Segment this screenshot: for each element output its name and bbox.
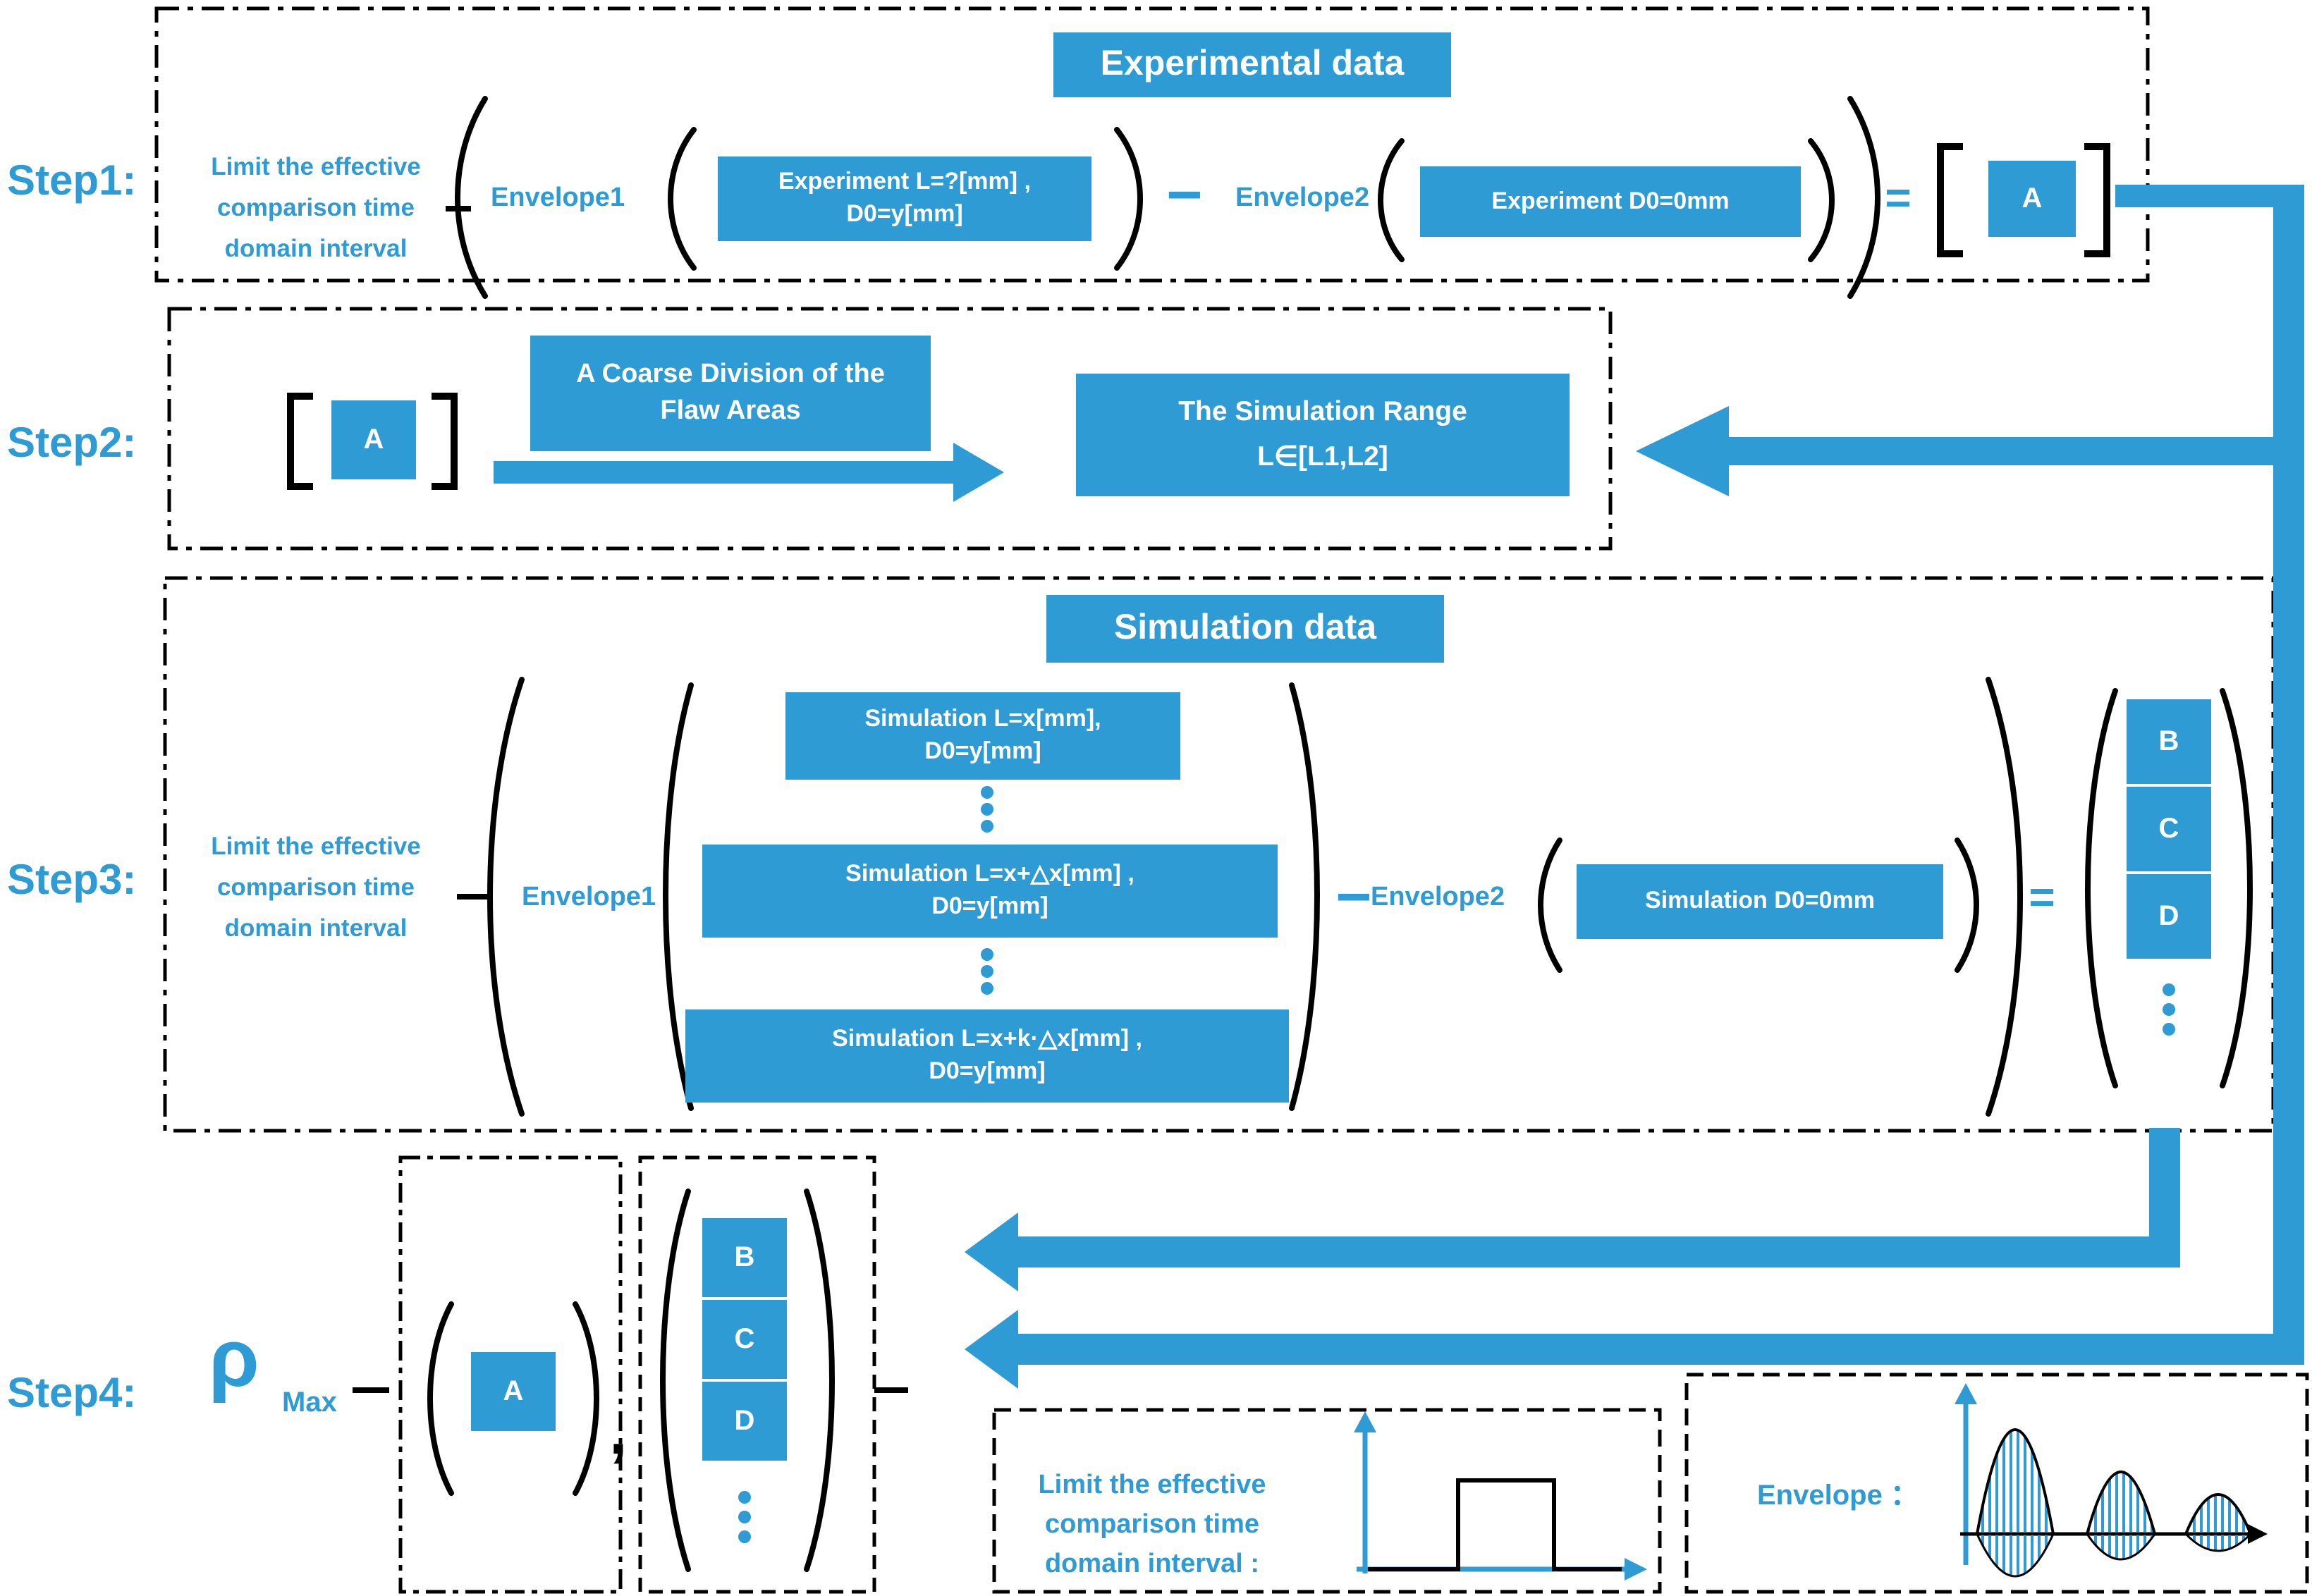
envelope-plot — [1955, 1383, 2268, 1578]
pulse-shape — [1368, 1478, 1622, 1571]
minus-operator: − — [1335, 863, 1372, 932]
open-paren — [427, 1301, 454, 1496]
step4-lower-arrowhead — [965, 1310, 1018, 1389]
close-paren — [573, 1301, 599, 1496]
step3-title: Simulation data — [1046, 595, 1444, 663]
step4-a-frame — [398, 1155, 623, 1594]
step2-input-a-box: A — [331, 400, 416, 479]
close-paren — [804, 1189, 835, 1572]
wave-burst — [1975, 1428, 2055, 1535]
step3-result-d-box: D — [2127, 874, 2211, 959]
step1-experiment-d0-box: Experiment D0=0mm — [1420, 166, 1801, 237]
close-paren — [2220, 688, 2253, 1088]
close-paren — [1847, 96, 1880, 299]
step3-result-c-box: C — [2127, 787, 2211, 871]
open-paren — [668, 127, 697, 271]
legend-envelope-label: Envelope ： — [1757, 1480, 1919, 1511]
open-paren — [663, 682, 694, 1111]
connector-tick — [353, 1387, 389, 1393]
step4-label: Step4: — [7, 1370, 137, 1417]
close-bracket — [2084, 143, 2110, 257]
step1-envelope2-label: Envelope2 — [1235, 183, 1370, 213]
step4-upper-arrow-bar — [1018, 1236, 2180, 1267]
open-paren — [1538, 837, 1562, 973]
step4-input-a-box: A — [471, 1352, 556, 1431]
step4-result-c-box: C — [702, 1300, 787, 1379]
step2-branch-bar — [1723, 437, 2273, 465]
step2-arrowhead — [1636, 406, 1729, 496]
step2-arrow-bar — [494, 461, 953, 484]
interval-plot — [1354, 1411, 1647, 1580]
wave-burst — [1975, 1533, 2055, 1578]
step1-title: Experimental data — [1053, 32, 1451, 97]
step2-arrowhead-right — [953, 443, 1004, 502]
step3-frame — [163, 576, 2275, 1133]
rho-max-subscript: Max — [282, 1387, 337, 1418]
step3-sim-box-1: Simulation L=x[mm], D0=y[mm] — [785, 692, 1180, 780]
rho-symbol: ρ — [209, 1313, 259, 1404]
step2-label: Step2: — [7, 420, 137, 467]
close-paren — [1808, 138, 1835, 262]
minus-operator: − — [1166, 161, 1203, 230]
step3-result-b-box: B — [2127, 699, 2211, 784]
open-bracket — [1937, 143, 1963, 257]
step4-upper-arrowhead — [965, 1213, 1018, 1291]
step3-sim-box-2: Simulation L=x+△x[mm] , D0=y[mm] — [702, 845, 1278, 938]
step2-arrow-label-box: A Coarse Division of the Flaw Areas — [530, 336, 931, 451]
step2-frame — [167, 307, 1613, 551]
step4-lower-arrow-bar — [1018, 1334, 2304, 1365]
equals-sign: = — [1885, 172, 1912, 223]
open-bracket — [287, 393, 313, 490]
wave-burst — [2085, 1471, 2157, 1535]
wave-burst — [2184, 1493, 2253, 1535]
step3-envelope1-label: Envelope1 — [522, 883, 656, 912]
step1-label: Step1: — [7, 158, 137, 204]
legend-envelope-frame — [1684, 1373, 2309, 1594]
open-paren — [455, 96, 488, 299]
close-paren — [1114, 127, 1143, 271]
equals-sign: = — [2029, 871, 2055, 922]
connector-tick — [874, 1387, 908, 1393]
close-paren — [1289, 682, 1320, 1111]
comma-separator: , — [609, 1394, 628, 1468]
step1-result-a-box: A — [1988, 161, 2076, 237]
right-vertical-bar — [2273, 185, 2304, 1365]
step4-result-b-box: B — [702, 1218, 787, 1297]
step1-frame — [154, 6, 2150, 283]
ellipsis-dots — [738, 786, 2175, 1543]
connector-tick — [457, 894, 488, 900]
step4-result-d-box: D — [702, 1382, 787, 1461]
wave-burst — [2085, 1533, 2157, 1561]
step3-limit-text: Limit the effective comparison time doma… — [211, 832, 421, 942]
close-paren — [1986, 677, 2023, 1117]
legend-interval-frame — [992, 1408, 1662, 1594]
step3-sim-d0-box: Simulation D0=0mm — [1577, 864, 1943, 939]
step3-sim-box-3: Simulation L=x+k·△x[mm] , D0=y[mm] — [685, 1009, 1289, 1103]
step1-limit-text: Limit the effective comparison time doma… — [211, 152, 421, 262]
step3-envelope2-label: Envelope2 — [1371, 883, 1505, 912]
close-bracket — [432, 393, 458, 490]
wave-burst — [2183, 1533, 2253, 1552]
close-paren — [1955, 837, 1979, 973]
step1-output-bar — [2115, 185, 2304, 207]
step4-bcd-frame — [638, 1155, 876, 1594]
step2-simulation-range-box: The Simulation Range L∈[L1,L2] — [1076, 374, 1570, 496]
open-paren — [2085, 688, 2118, 1088]
step1-experiment-box: Experiment L=?[mm] , D0=y[mm] — [718, 156, 1091, 241]
open-paren — [1378, 138, 1405, 262]
open-paren — [660, 1189, 691, 1572]
legend-interval-text: Limit the effective comparison time doma… — [1038, 1471, 1266, 1579]
open-paren — [487, 677, 525, 1117]
step1-envelope1-label: Envelope1 — [491, 183, 625, 213]
step3-label: Step3: — [7, 857, 137, 904]
